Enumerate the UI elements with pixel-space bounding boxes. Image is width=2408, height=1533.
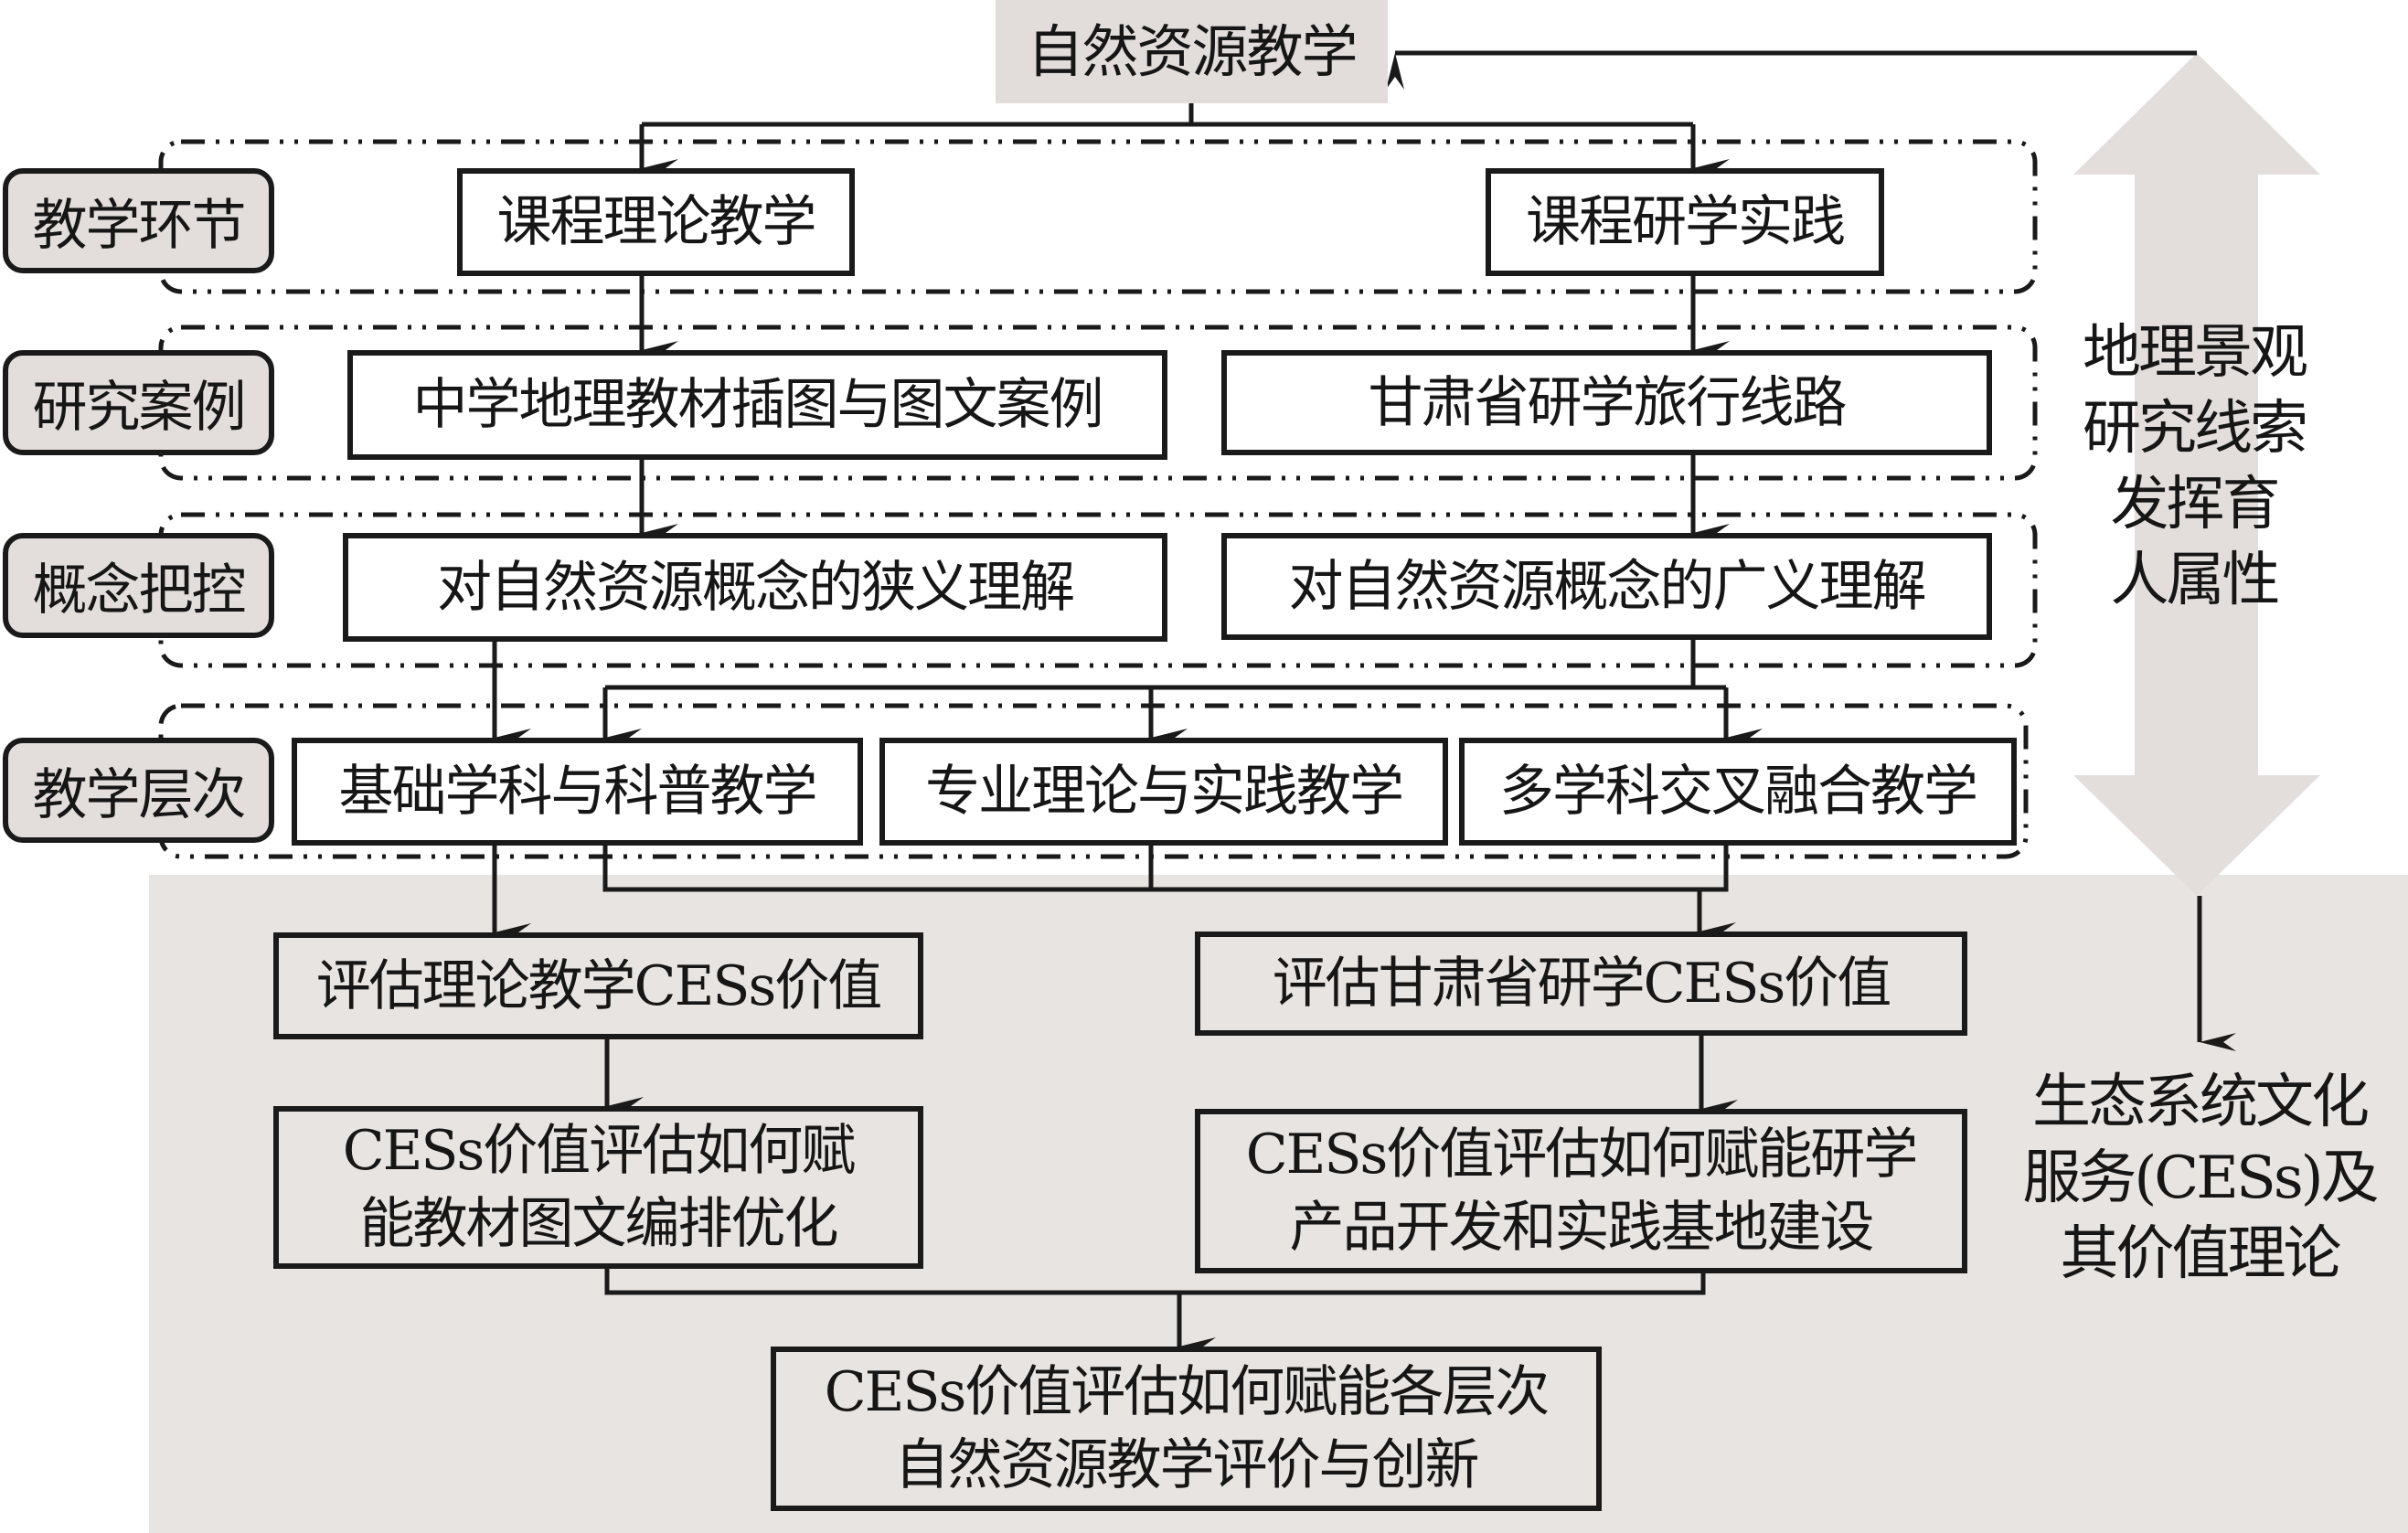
side-note-line: 生态系统文化 [2032, 1069, 2370, 1136]
node-text: 中学地理教材插图与图文案例 [412, 373, 1104, 437]
title-text: 自然资源教学 [1027, 17, 1358, 85]
node-narrow-concept: 对自然资源概念的狭义理解 [343, 533, 1167, 642]
row-label-text: 研究案例 [32, 376, 247, 440]
node-text: 评估甘肃省研学CESs价值 [1272, 952, 1892, 1016]
node-empower-textbook: CESs价值评估如何赋 能教材图文编排优化 [273, 1106, 923, 1269]
node-text: 对自然资源概念的广义理解 [1288, 554, 1927, 619]
node-multidisciplinary-teaching: 多学科交叉融合教学 [1459, 738, 2017, 846]
row-label-teaching-stage: 教学环节 [3, 168, 274, 273]
side-note-line: 服务(CESs)及 [2022, 1144, 2379, 1212]
side-note-line: 地理景观 [2083, 319, 2308, 387]
title-split-line [642, 103, 1194, 127]
node-text-line: CESs价值评估如何赋 [342, 1119, 857, 1183]
node-text-line: 能教材图文编排优化 [359, 1192, 839, 1256]
double-arrow-icon [2073, 53, 2320, 896]
node-empower-study-travel: CESs价值评估如何赋能研学 产品开发和实践基地建设 [1195, 1109, 1967, 1273]
row-label-teaching-level: 教学层次 [3, 738, 274, 843]
group-container-concept [158, 512, 2038, 668]
node-text: 课程研学实践 [1526, 190, 1846, 254]
row-label-concept: 概念把控 [3, 533, 274, 638]
node-course-theory: 课程理论教学 [457, 168, 855, 276]
row-label-research-case: 研究案例 [3, 350, 274, 455]
row-label-text: 概念把控 [32, 559, 247, 623]
row-label-text: 教学环节 [32, 194, 247, 258]
side-note-line: 发挥育 [2110, 471, 2281, 538]
collect-bus [602, 846, 1729, 892]
node-text: 课程理论教学 [496, 190, 817, 254]
node-text-line: CESs价值评估如何赋能研学 [1245, 1123, 1919, 1187]
title-box: 自然资源教学 [996, 0, 1388, 103]
node-broad-concept: 对自然资源概念的广义理解 [1221, 533, 1992, 640]
merge-bus [604, 1269, 1706, 1295]
node-textbook-cases: 中学地理教材插图与图文案例 [347, 350, 1167, 460]
node-text-line: 产品开发和实践基地建设 [1289, 1196, 1875, 1260]
row-label-text: 教学层次 [32, 763, 247, 827]
side-note-line: 人属性 [2110, 547, 2281, 614]
side-note-line: 研究线索 [2083, 395, 2308, 463]
node-professional-teaching: 专业理论与实践教学 [879, 738, 1448, 846]
node-text: 专业理论与实践教学 [925, 760, 1404, 824]
group-container-research-case [158, 325, 2038, 481]
node-gansu-routes: 甘肃省研学旅行线路 [1221, 350, 1992, 455]
node-final-evaluation: CESs价值评估如何赋能各层次 自然资源教学评价与创新 [771, 1347, 1602, 1511]
side-note-landscape: 地理景观 研究线索 发挥育 人属性 [2057, 315, 2331, 619]
node-assess-theory: 评估理论教学CESs价值 [273, 932, 923, 1039]
node-text: 多学科交叉融合教学 [1499, 760, 1978, 824]
node-text: 对自然资源概念的狭义理解 [437, 555, 1075, 620]
side-note-line: 其价值理论 [2060, 1220, 2342, 1288]
node-text: 甘肃省研学旅行线路 [1368, 370, 1848, 435]
node-basic-teaching: 基础学科与科普教学 [292, 738, 863, 846]
node-text-line: CESs价值评估如何赋能各层次 [824, 1360, 1550, 1424]
node-text-line: 自然资源教学评价与创新 [894, 1433, 1480, 1497]
node-text: 评估理论教学CESs价值 [315, 953, 883, 1018]
node-assess-gansu: 评估甘肃省研学CESs价值 [1195, 932, 1967, 1036]
node-course-practice: 课程研学实践 [1486, 168, 1884, 276]
node-text: 基础学科与科普教学 [338, 760, 818, 824]
side-note-ces-theory: 生态系统文化 服务(CESs)及 其价值理论 [2008, 1065, 2392, 1293]
